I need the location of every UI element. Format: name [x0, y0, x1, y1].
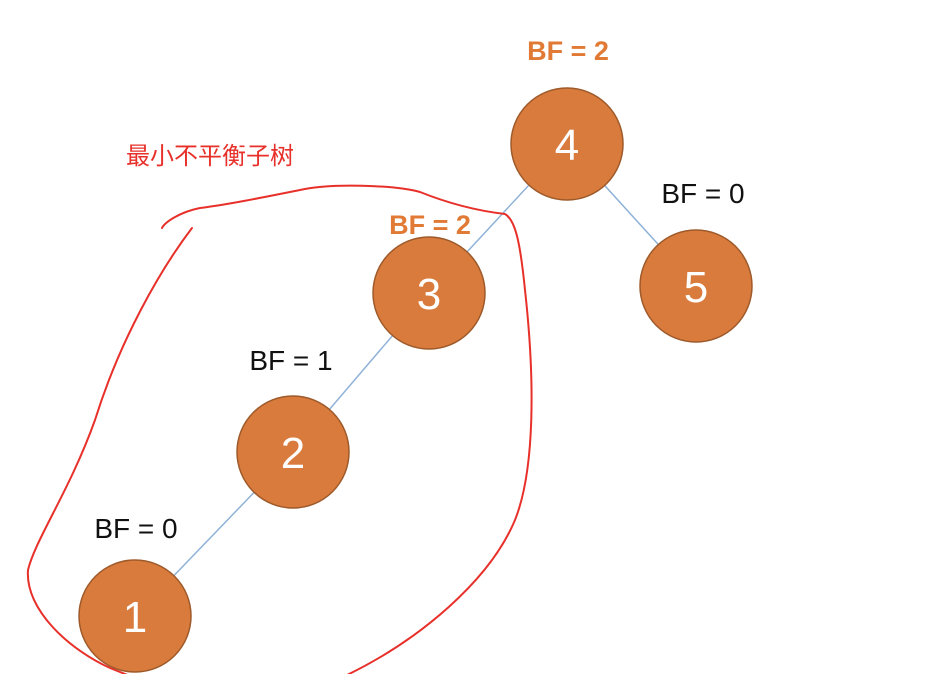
balance-factor-1: BF = 0: [94, 513, 177, 544]
balance-factor-2: BF = 1: [249, 345, 332, 376]
node-circle-1: [78, 559, 192, 673]
node-circle-3: [372, 236, 486, 350]
node-label-2: 2: [281, 429, 305, 478]
node-label-3: 3: [417, 270, 441, 319]
balance-factor-4: BF = 2: [527, 36, 609, 66]
node-label-4: 4: [555, 121, 579, 170]
node-circle-4: [510, 87, 624, 201]
balance-factor-3: BF = 2: [389, 210, 471, 240]
min-unbalanced-subtree-label: 最小不平衡子树: [126, 142, 294, 170]
node-label-5: 5: [684, 263, 708, 312]
tree-node-4: 4 BF = 2: [510, 36, 624, 201]
tree-node-1: 1 BF = 0: [78, 513, 192, 673]
node-circle-5: [639, 229, 753, 343]
node-circle-2: [236, 395, 350, 509]
tree-node-3: 3 BF = 2: [372, 210, 486, 350]
tree-node-2: 2 BF = 1: [236, 345, 350, 509]
balance-factor-5: BF = 0: [661, 178, 744, 209]
tree-node-5: 5 BF = 0: [639, 178, 753, 343]
tree-nodes: 4 BF = 2 3 BF = 2 5 BF = 0 2 BF = 1 1 BF = 0: [78, 36, 753, 673]
node-label-1: 1: [123, 593, 147, 642]
subtree-highlight-loop: [26, 184, 533, 674]
